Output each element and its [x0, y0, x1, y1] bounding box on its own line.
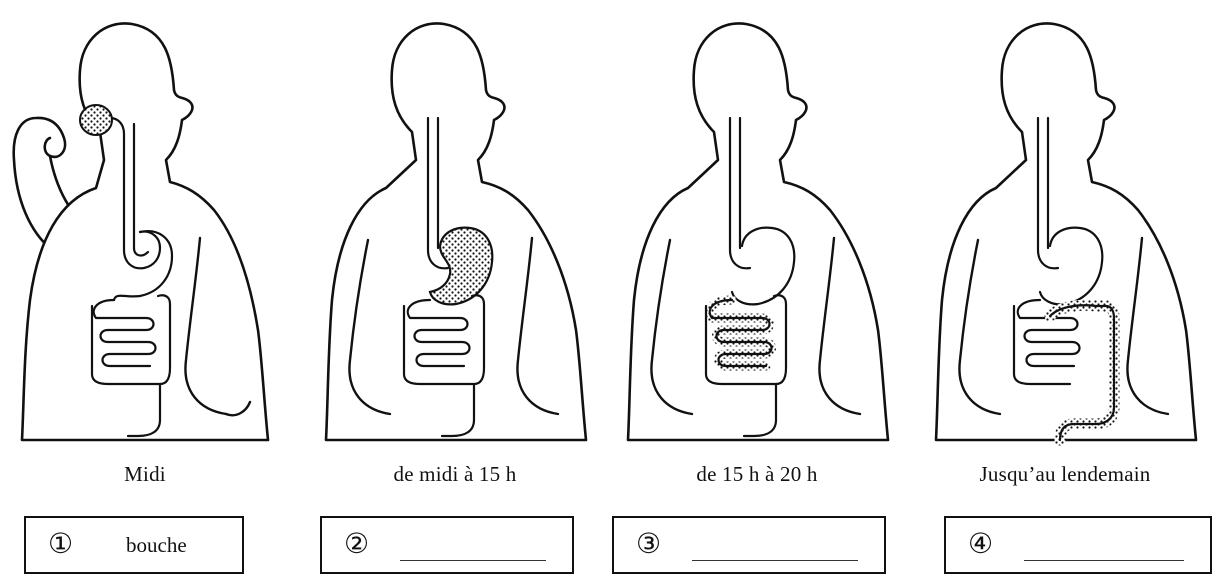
- panel-caption: de midi à 15 h: [310, 462, 600, 487]
- body-outline: [936, 23, 1196, 440]
- panel-caption: Midi: [0, 462, 290, 487]
- circled-number: ④: [968, 526, 993, 562]
- answer-text: bouche: [126, 533, 187, 558]
- body-figure-3: [612, 0, 902, 450]
- body-figure-1: [0, 0, 290, 450]
- body-outline: [628, 23, 888, 440]
- answer-box-2[interactable]: ②: [320, 516, 574, 574]
- circled-number: ②: [344, 526, 369, 562]
- panel-midi-15h: de midi à 15 h ②: [310, 0, 600, 580]
- answer-blank-line[interactable]: [692, 560, 858, 561]
- panel-lendemain: Jusqu’au lendemain ④: [920, 0, 1210, 580]
- answer-blank-line[interactable]: [1024, 560, 1184, 561]
- panel-caption: Jusqu’au lendemain: [920, 462, 1210, 487]
- mouth-highlight: [80, 105, 112, 135]
- circled-number: ①: [48, 526, 73, 562]
- answer-blank-line[interactable]: [400, 560, 546, 561]
- body-figure-2: [310, 0, 600, 450]
- answer-box-4[interactable]: ④: [944, 516, 1212, 574]
- panel-15h-20h: de 15 h à 20 h ③: [612, 0, 902, 580]
- answer-box-3[interactable]: ③: [612, 516, 886, 574]
- body-figure-4: [920, 0, 1210, 450]
- panel-caption: de 15 h à 20 h: [612, 462, 902, 487]
- panel-midi: Midi ① bouche: [0, 0, 290, 580]
- answer-box-1[interactable]: ① bouche: [24, 516, 244, 574]
- circled-number: ③: [636, 526, 661, 562]
